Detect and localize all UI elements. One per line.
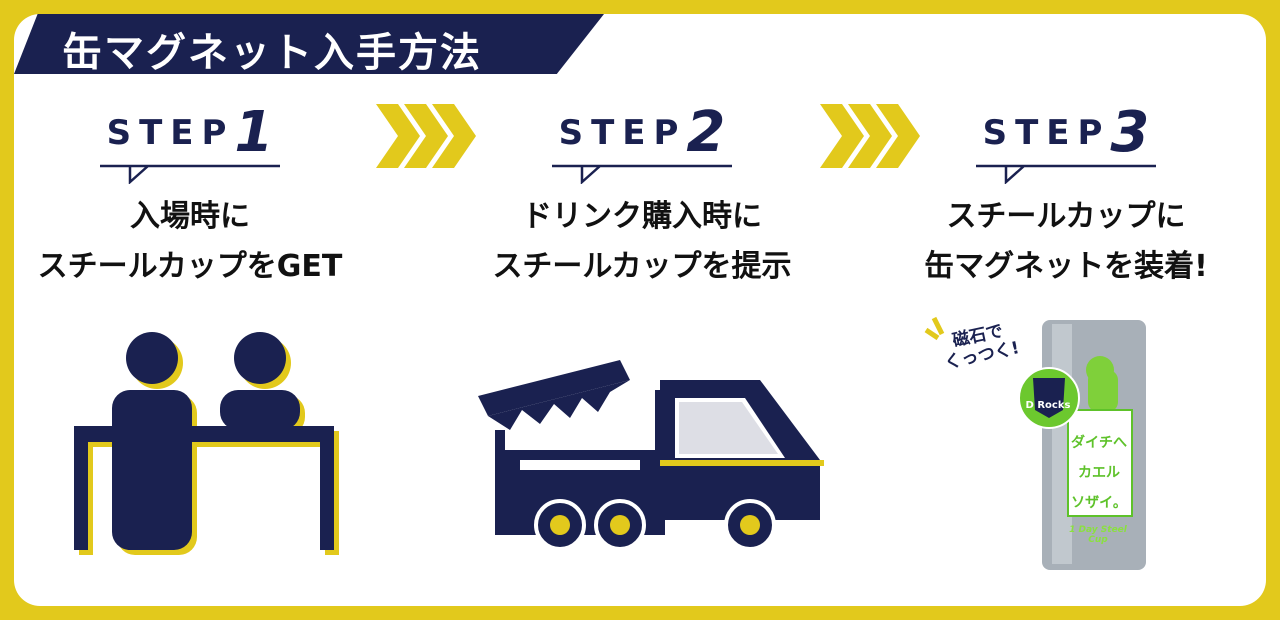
cup-line3: ソザイ。	[1071, 495, 1127, 511]
steel-cup-illustration	[924, 316, 1146, 570]
title-banner	[14, 14, 604, 74]
step-number: 1	[234, 100, 274, 165]
speech-underline	[552, 164, 732, 184]
step-number: 2	[686, 100, 726, 165]
page-title: 缶マグネット入手方法	[62, 30, 482, 76]
chevron-arrows-icon	[820, 104, 920, 168]
team-badge-logo: D Rocks	[1025, 400, 1071, 411]
step-label: STEP	[106, 113, 235, 153]
step-desc-line2: スチールカップをGET	[37, 249, 343, 284]
step-desc-line2: スチールカップを提示	[492, 249, 792, 284]
cup-line2: カエル	[1078, 465, 1120, 481]
speech-underline	[976, 164, 1156, 184]
cup-slogan: ダイチへカエルソザイ。	[1066, 428, 1132, 518]
step-desc-line2: 缶マグネットを装着!	[924, 249, 1208, 284]
step-label: STEP	[558, 113, 687, 153]
cup-line1: ダイチへ	[1071, 435, 1127, 451]
step-3: STEP3 スチールカップに缶マグネットを装着!	[876, 104, 1256, 292]
step-desc-line1: ドリンク購入時に	[522, 199, 762, 234]
cup-brand: 1 Day Steel Cup	[1069, 525, 1127, 545]
step-label: STEP	[982, 113, 1111, 153]
step-1: STEP1 入場時にスチールカップをGET	[0, 104, 380, 292]
food-truck-illustration	[478, 360, 824, 550]
step-number: 3	[1110, 100, 1150, 165]
step-desc-line1: 入場時に	[130, 199, 250, 234]
step-2: STEP2 ドリンク購入時にスチールカップを提示	[452, 104, 832, 292]
step-desc-line1: スチールカップに	[946, 199, 1186, 234]
chevron-arrows-icon	[376, 104, 476, 168]
reception-counter-illustration	[74, 332, 339, 555]
speech-underline	[100, 164, 280, 184]
